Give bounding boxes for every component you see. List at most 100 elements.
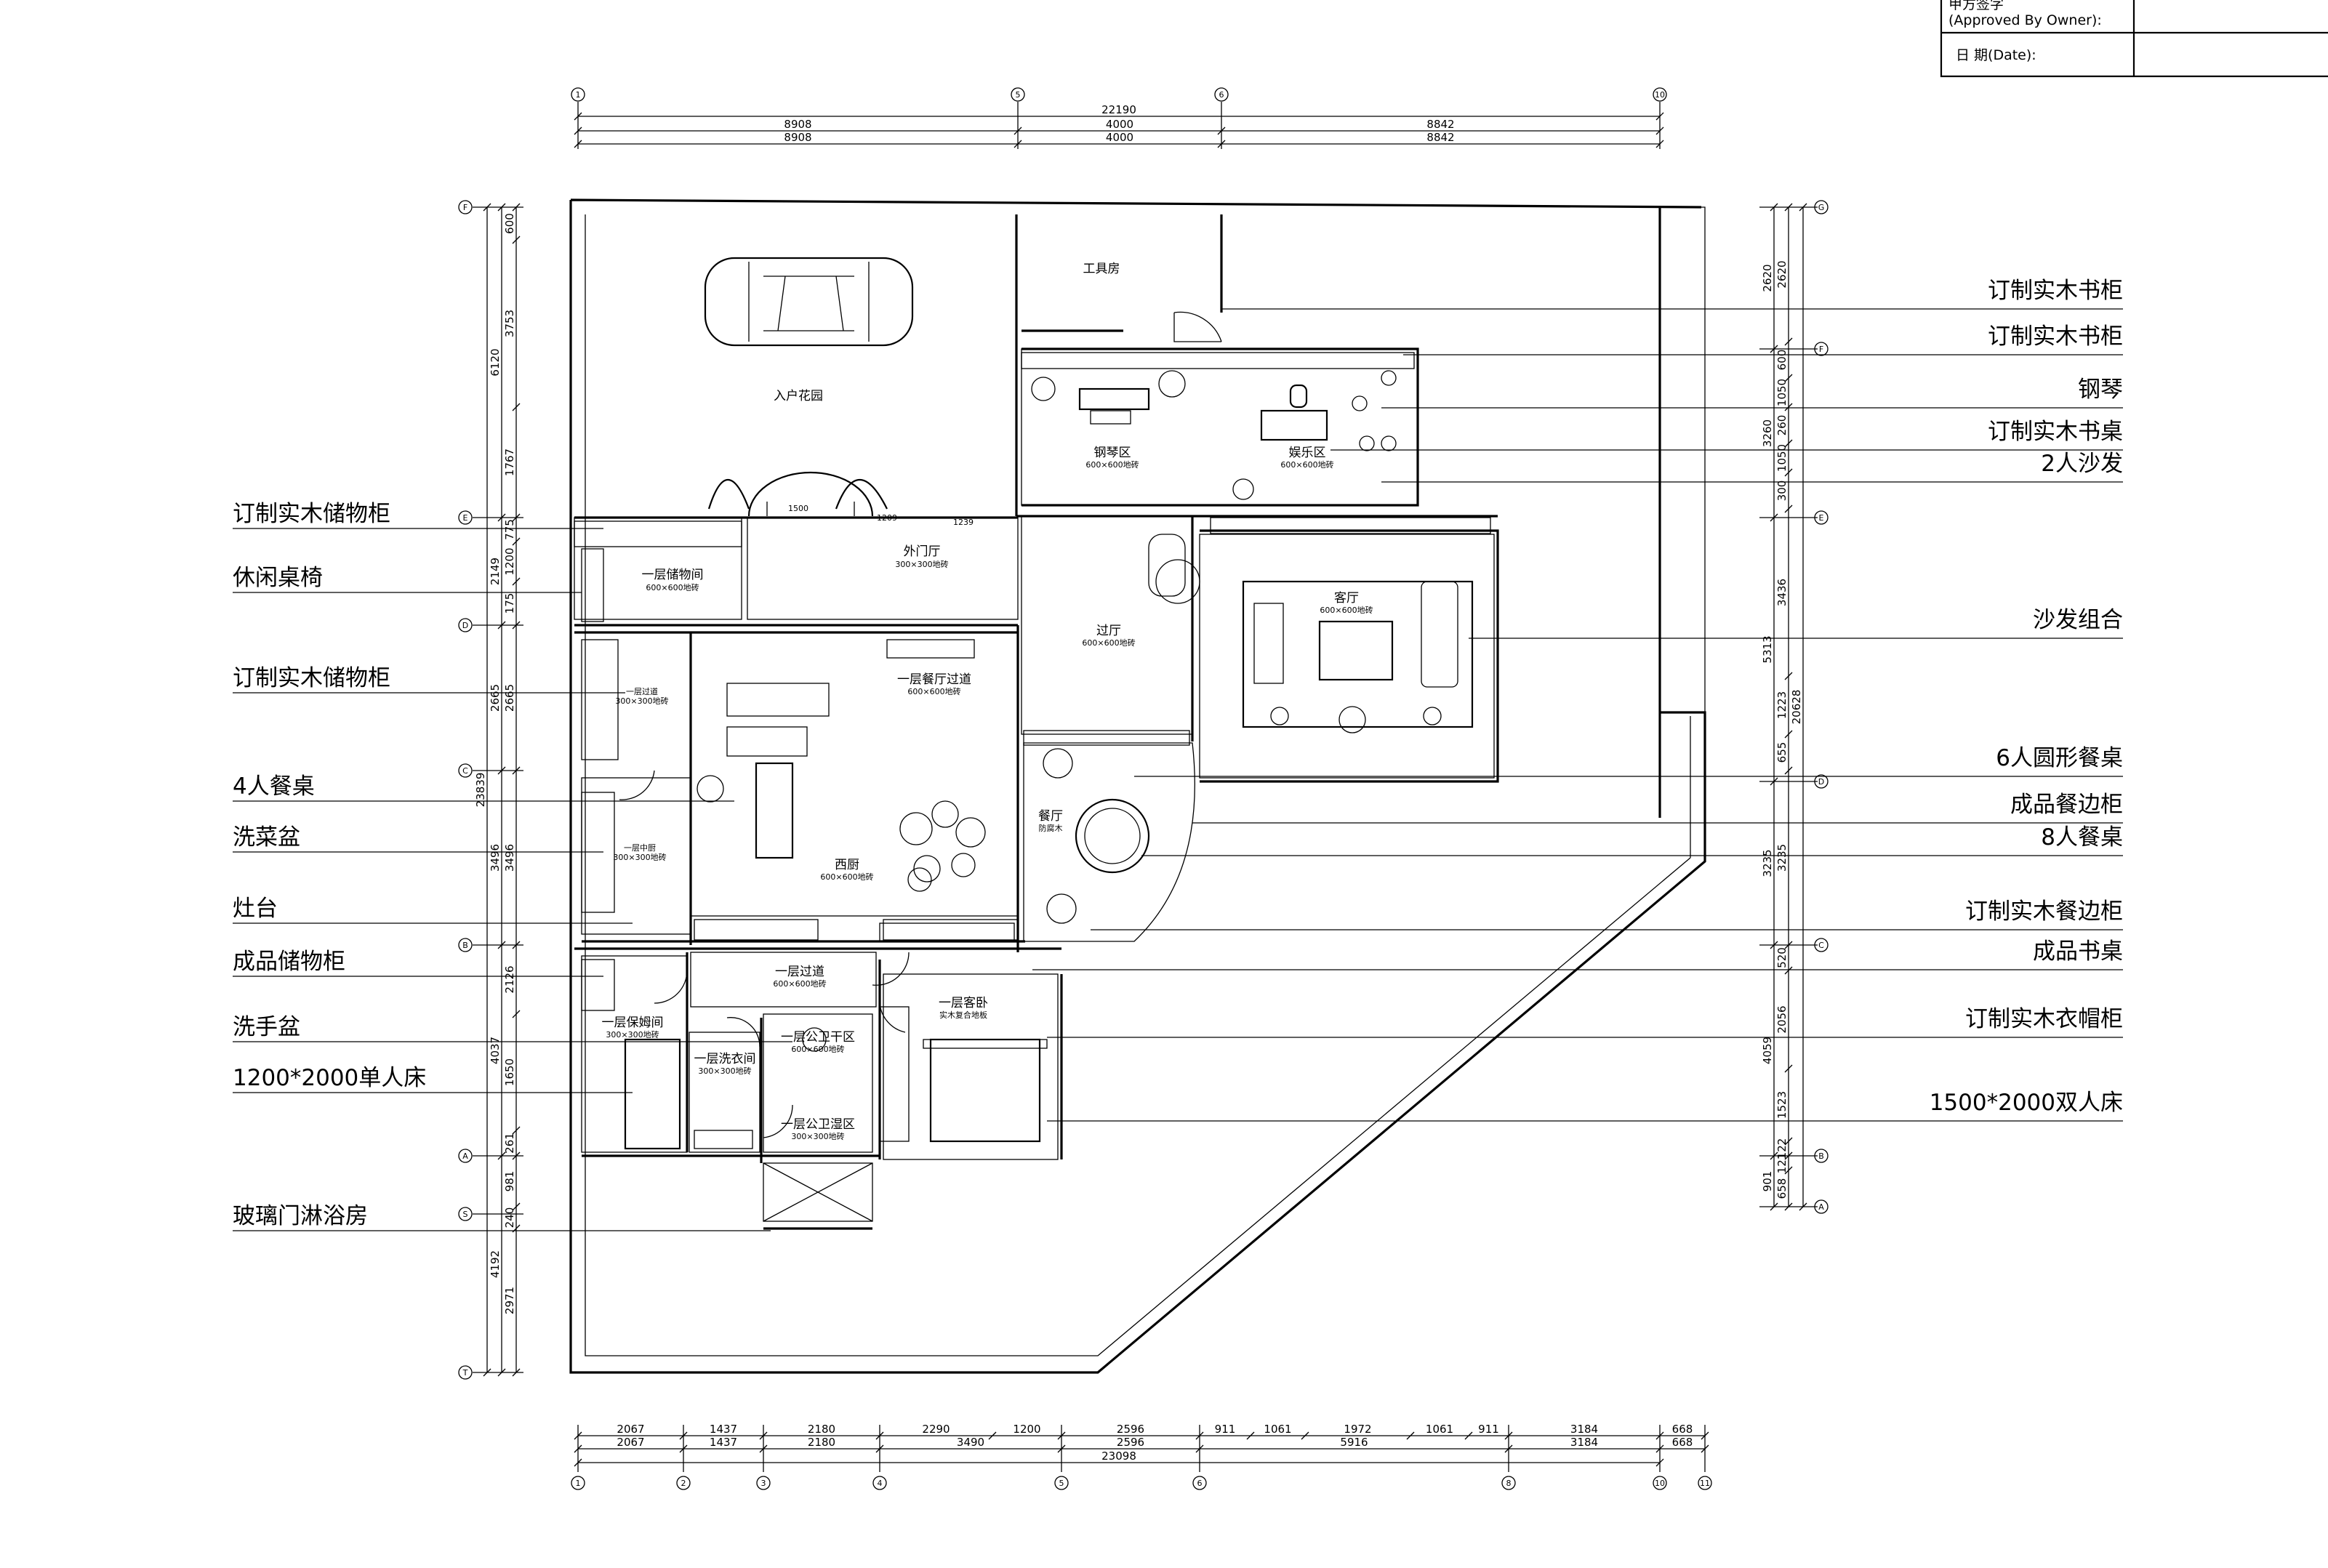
dim-text: 300 [1775,481,1789,502]
axis-bubble [1814,200,1829,214]
axis-bubble [1011,87,1025,102]
dim-tick [512,1202,521,1211]
axis-label: 5 [1059,1479,1064,1488]
dim-text: 2180 [808,1423,835,1436]
dim-tick [1784,766,1793,775]
room-sub: 实木复合地板 [939,1010,987,1020]
right-annotation-label: 钢琴 [2078,377,2123,403]
room-name: 一层储物间 [642,568,704,582]
dim-text: 1061 [1426,1423,1453,1436]
dim-text: 4000 [1106,131,1133,144]
dim-tick [1464,1431,1473,1440]
dim-text: 3436 [1775,579,1789,606]
left-annotation-label: 洗菜盆 [233,824,300,851]
axis-bubble [1814,774,1829,789]
axis-label: C [1818,941,1824,950]
room-sub: 防腐木 [1039,823,1063,833]
dim-text: 3496 [503,844,516,872]
dim-text: 1200 [1013,1423,1040,1436]
furniture [574,257,1491,1150]
right-annotation-label: 订制实木餐边柜 [1965,898,2123,925]
dim-text: 3184 [1570,1423,1598,1436]
door-dim: 1239 [953,518,974,527]
room-sub: 300×300地砖 [791,1131,844,1141]
dim-tick [512,537,521,546]
dim-tick [1784,403,1793,411]
dim-text: 5313 [1761,635,1774,663]
room-name: 一层客卧 [939,996,988,1010]
door-dim: 1500 [788,504,808,513]
room-name: 一层洗衣间 [694,1052,756,1066]
room-name: 西厨 [835,858,859,872]
dim-text: 2620 [1775,260,1789,288]
axis-bubble [458,763,473,778]
dim-tick [1784,1137,1793,1146]
room-sub: 600×600地砖 [1280,459,1333,470]
room-name: 一层过道 [775,965,824,979]
dim-text: 4059 [1761,1037,1774,1064]
dim-text: 240 [503,1207,516,1229]
dim-text: 3235 [1775,844,1789,872]
title-block: 甲方签字 (Approved By Owner): 日 期(Date): [1940,0,2328,78]
dim-text: 2149 [489,558,502,585]
dim-text: 655 [1775,742,1789,763]
room-name: 钢琴区 [1094,446,1131,460]
right-annotation-label: 沙发组合 [2033,607,2123,633]
axis-label: 3 [761,1479,766,1488]
axis-bubble [571,87,585,102]
room-sub: 300×300地砖 [613,852,666,862]
room-name: 娱乐区 [1289,446,1326,460]
right-annotation-label: 6人圆形餐桌 [1996,745,2123,771]
dim-tick [1784,504,1793,513]
dim-tick [512,1126,521,1135]
dim-tick [512,403,521,411]
room-sub: 600×600地砖 [907,686,960,696]
dim-text: 2290 [922,1423,950,1436]
dim-text: 260 [1775,415,1789,436]
dim-text: 6120 [489,348,502,376]
axis-label: 1 [576,90,581,100]
dim-text: 911 [1478,1423,1499,1436]
left-annotation-label: 成品储物柜 [233,949,345,975]
axis-label: B [462,941,468,950]
axis-label: 11 [1700,1479,1710,1488]
dim-text: 23839 [474,773,487,808]
dim-text: 8842 [1426,131,1454,144]
room-sub: 600×600地砖 [1082,638,1135,648]
axis-label: D [462,621,468,630]
room-name: 一层公卫干区 [781,1030,855,1045]
dim-text: 600 [1775,350,1789,371]
dim-text: 1972 [1344,1423,1371,1436]
axis-bubble [756,1476,771,1490]
axis-bubble [1653,1476,1667,1490]
dim-tick [1784,966,1793,975]
dim-text: 20628 [1790,690,1803,725]
axis-label: F [463,203,467,212]
room-name: 一层过道 [626,686,658,696]
dim-text: 2067 [617,1423,644,1436]
axis-label: 1 [576,1479,581,1488]
dim-text: 2596 [1117,1423,1144,1436]
axis-bubble [458,1207,473,1221]
dim-text: 3490 [957,1436,984,1449]
dim-text: 901 [1761,1171,1774,1192]
room-sub: 300×300地砖 [606,1029,659,1040]
dim-text: 520 [1775,947,1789,968]
left-annotation-label: 订制实木储物柜 [233,501,390,527]
right-annotation-label: 订制实木书柜 [1988,323,2123,350]
dim-text: 1061 [1264,1423,1291,1436]
dim-text: 2056 [1775,1005,1789,1033]
dim-text: 4037 [489,1037,502,1064]
axis-bubble [458,938,473,952]
axis-label: C [462,766,468,776]
room-sub: 600×600地砖 [646,582,699,592]
axis-bubble [1501,1476,1516,1490]
dim-text: 121 [1775,1153,1789,1174]
dim-tick [512,1010,521,1018]
right-annotations: 订制实木书柜订制实木书柜钢琴订制实木书桌2人沙发沙发组合6人圆形餐桌成品餐边柜8… [1032,278,2123,1122]
room-name: 一层中厨 [624,843,656,853]
left-annotation-label: 订制实木储物柜 [233,665,390,691]
left-annotation-label: 4人餐桌 [233,773,315,800]
dim-tick [1784,337,1793,346]
